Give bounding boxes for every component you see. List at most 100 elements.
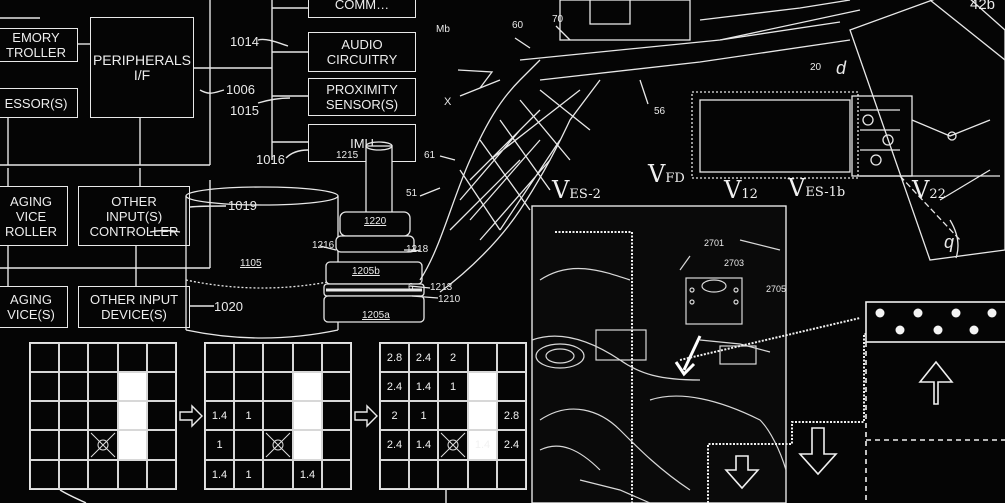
grid-cell	[30, 343, 59, 372]
grid-cell	[30, 401, 59, 430]
voltage-ves2: VES-2	[552, 176, 601, 204]
ref-1205b: 1205b	[352, 266, 380, 277]
grid-cell	[30, 460, 59, 489]
grid-cell: 2.4	[497, 430, 526, 460]
grid-cell: 1	[205, 430, 234, 460]
grid-cell: 1.4	[205, 460, 234, 489]
voltage-v22: V22	[912, 176, 946, 204]
grid-cell	[234, 343, 263, 372]
voltage-vfd: VFD	[648, 160, 685, 188]
grid-cell	[59, 343, 88, 372]
grid-cell	[30, 430, 59, 460]
grid-cell: 2.8	[380, 343, 409, 372]
ref-1210: 1210	[438, 294, 461, 305]
grid-cell	[59, 460, 88, 489]
voltage-ves1b: VES-1b	[788, 174, 846, 202]
ref-q: q	[944, 232, 955, 252]
grid-cell	[497, 343, 526, 372]
grid-cell: 2.4	[380, 372, 409, 401]
grid-cell: 2	[380, 401, 409, 430]
grid-cell: 1	[438, 372, 468, 401]
ref-1016: 1016	[256, 152, 285, 167]
grid-cell	[30, 372, 59, 401]
marked-cell-x	[440, 432, 466, 458]
ref-61: 61	[424, 150, 436, 161]
grid-cell: 2.4	[380, 430, 409, 460]
ref-1205a: 1205a	[362, 310, 390, 321]
grid-cell	[88, 372, 118, 401]
ref-x: X	[444, 96, 452, 108]
grid-cell	[59, 401, 88, 430]
grid-cell	[118, 343, 147, 372]
ref-1014: 1014	[230, 34, 259, 49]
grid-cell: 1	[234, 401, 263, 430]
grid-cell	[88, 343, 118, 372]
comm-box: COMM…	[308, 0, 416, 18]
grid-cell	[497, 460, 526, 489]
grid-cell	[293, 430, 322, 460]
ref-2703: 2703	[724, 258, 745, 268]
grid-cell	[88, 460, 118, 489]
grid-cell	[293, 343, 322, 372]
grid-cell	[263, 401, 293, 430]
grid-cell	[322, 372, 351, 401]
proximity-sensor-box: PROXIMITY SENSOR(S)	[308, 78, 416, 116]
grid-cell	[380, 460, 409, 489]
voltage-v12: V12	[724, 176, 758, 204]
ref-51: 51	[406, 188, 418, 199]
grid-cell	[118, 401, 147, 430]
grid-cell: 1	[234, 460, 263, 489]
grid-cell	[322, 430, 351, 460]
ref-1019: 1019	[228, 198, 257, 213]
grid-cell	[468, 460, 497, 489]
grid-cell	[438, 430, 468, 460]
grid-cell	[147, 430, 176, 460]
grid-cell: 2.8	[497, 401, 526, 430]
ref-1218: 1218	[406, 244, 429, 255]
grid-cell: 2	[438, 343, 468, 372]
grid-cell	[293, 372, 322, 401]
marked-cell-x	[90, 432, 116, 458]
ref-1015: 1015	[230, 103, 259, 118]
grid-step-1	[29, 342, 177, 490]
grid-cell	[438, 401, 468, 430]
ref-1020: 1020	[214, 299, 243, 314]
ref-1006: 1006	[226, 82, 255, 97]
ref-d: d	[836, 58, 847, 78]
grid-cell	[147, 460, 176, 489]
ref-1213: 1213	[430, 282, 453, 293]
grid-cell	[468, 372, 497, 401]
grid-cell	[147, 401, 176, 430]
grid-cell	[118, 430, 147, 460]
grid-cell	[293, 401, 322, 430]
grid-cell	[438, 460, 468, 489]
imaging-controller-box: AGING VICE ROLLER	[0, 186, 68, 246]
grid-cell	[234, 372, 263, 401]
grid-cell	[88, 430, 118, 460]
grid-cell	[497, 372, 526, 401]
other-input-devices-box: OTHER INPUT DEVICE(S)	[78, 286, 190, 328]
grid-cell	[234, 430, 263, 460]
grid-cell	[263, 460, 293, 489]
ref-56: 56	[654, 106, 666, 117]
grid-cell	[322, 401, 351, 430]
grid-cell	[263, 343, 293, 372]
ref-1215: 1215	[336, 150, 359, 161]
grid-cell	[59, 372, 88, 401]
grid-cell	[59, 430, 88, 460]
grid-cell	[118, 460, 147, 489]
ref-1105: 1105	[240, 258, 262, 269]
imaging-devices-box: AGING VICE(S)	[0, 286, 68, 328]
grid-cell	[468, 401, 497, 430]
grid-cell	[147, 372, 176, 401]
